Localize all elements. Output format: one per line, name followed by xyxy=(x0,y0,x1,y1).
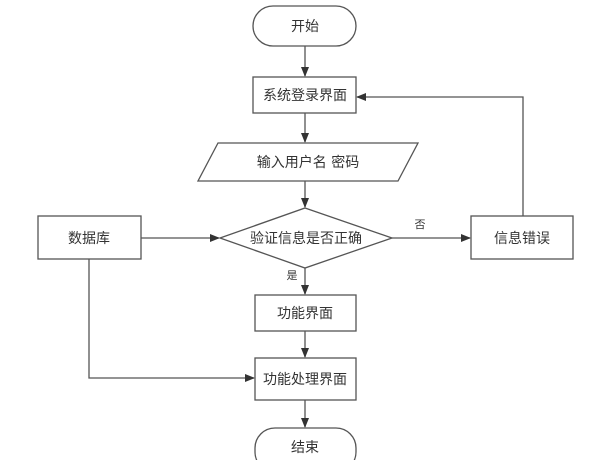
node-login: 系统登录界面 xyxy=(252,76,357,114)
process-box xyxy=(254,357,357,401)
node-end: 结束 xyxy=(254,427,357,460)
decision-diamond xyxy=(218,207,394,269)
node-error: 信息错误 xyxy=(470,215,574,260)
process-box xyxy=(252,76,357,114)
node-function: 功能界面 xyxy=(254,294,357,332)
node-verify: 验证信息是否正确 xyxy=(218,207,394,269)
edge-label-no: 否 xyxy=(415,218,426,231)
node-function-label: 功能界面 xyxy=(277,306,333,322)
node-process: 功能处理界面 xyxy=(254,357,357,401)
node-input-label: 输入用户名 密码 xyxy=(257,154,359,171)
terminal-shape xyxy=(254,427,357,460)
node-database-label: 数据库 xyxy=(68,231,110,247)
node-end-label: 结束 xyxy=(291,440,319,456)
node-input: 输入用户名 密码 xyxy=(196,142,420,182)
process-box xyxy=(254,294,357,332)
node-error-label: 信息错误 xyxy=(494,230,550,247)
node-start: 开始 xyxy=(252,5,357,47)
node-process-label: 功能处理界面 xyxy=(263,372,347,388)
io-parallelogram xyxy=(196,142,420,182)
edge-error-to-login xyxy=(356,93,524,216)
process-box xyxy=(37,215,142,260)
edge-database-to-process xyxy=(88,259,255,382)
node-login-label: 系统登录界面 xyxy=(263,88,347,104)
node-database: 数据库 xyxy=(37,215,142,260)
terminal-shape xyxy=(252,5,357,47)
node-verify-label: 验证信息是否正确 xyxy=(250,230,362,247)
node-start-label: 开始 xyxy=(291,19,319,35)
edge-label-yes: 是 xyxy=(287,269,298,282)
process-box xyxy=(470,215,574,260)
